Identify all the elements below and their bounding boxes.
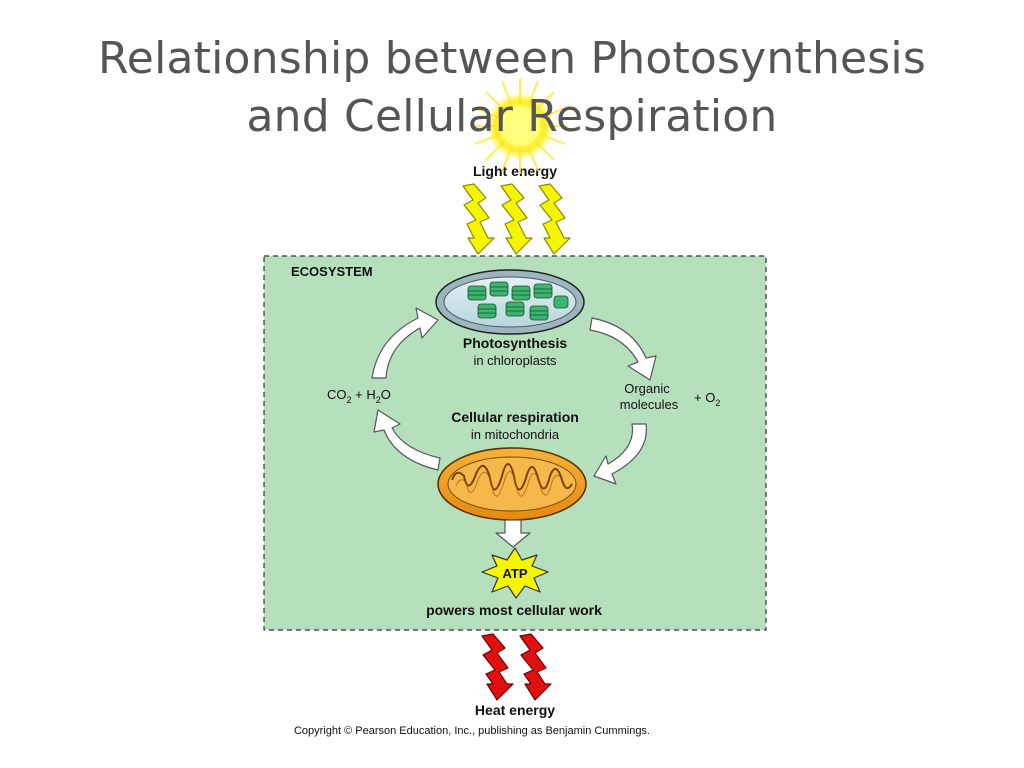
molecules-label: molecules [620, 397, 679, 412]
cellular-respiration-label: Cellular respiration [451, 409, 579, 425]
co2-h2o-label: CO2 + H2O [327, 387, 391, 405]
cycle-arrows [371, 307, 657, 485]
title-line-1: Relationship between Photosynthesis [98, 33, 926, 84]
chloroplasts-label: in chloroplasts [473, 353, 557, 368]
lightning-bolt-icon [538, 183, 571, 255]
mitochondrion-icon [437, 447, 587, 521]
arrow-icon [589, 317, 657, 381]
atp-label: ATP [502, 566, 527, 581]
ecosystem-label: ECOSYSTEM [291, 264, 373, 279]
chloroplast-icon [435, 269, 585, 335]
lightning-bolt-icon [500, 183, 533, 255]
copyright-text: Copyright © Pearson Education, Inc., pub… [294, 725, 650, 737]
organic-label: Organic [624, 381, 670, 396]
arrow-icon [371, 307, 439, 379]
mitochondria-label: in mitochondria [471, 427, 560, 442]
powers-label: powers most cellular work [426, 602, 602, 618]
arrow-icon [373, 409, 441, 471]
heat-bolts [481, 633, 552, 701]
o2-label: + O2 [694, 390, 720, 408]
lightning-bolt-icon [462, 183, 495, 255]
heat-bolt-icon [481, 633, 514, 701]
down-arrow-icon [495, 519, 531, 548]
title-line-2: and Cellular Respiration [246, 91, 778, 142]
heat-energy-label: Heat energy [475, 702, 555, 718]
starburst-icon [481, 547, 549, 599]
slide-title: Relationship between Photosynthesis and … [0, 30, 1024, 146]
sun-icon [472, 78, 568, 174]
light-bolts [462, 183, 571, 255]
arrow-icon [593, 423, 647, 485]
heat-bolt-icon [519, 633, 552, 701]
photosynthesis-label: Photosynthesis [463, 335, 567, 351]
